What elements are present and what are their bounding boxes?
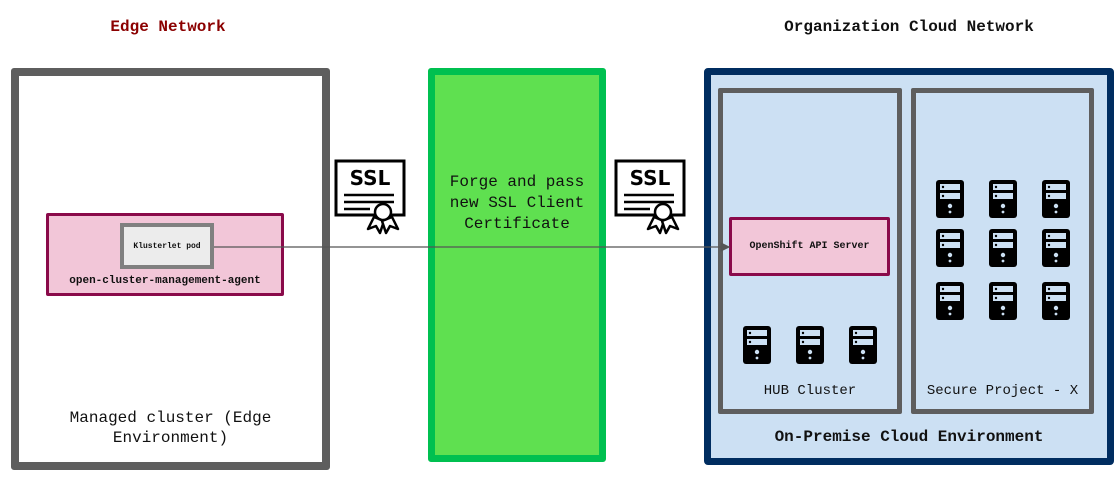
secure-project-server-icon [936,180,964,218]
hub-server-icon [849,326,877,364]
ssl-certificate-icon: SSL [330,155,410,235]
hub-server-icon [796,326,824,364]
secure-project-server-icon [1042,229,1070,267]
ssl-text: SSL [630,166,671,190]
managed-cluster-label: Managed cluster (Edge Environment) [69,409,272,447]
secure-project-server-icon [936,282,964,320]
secure-project-server-icon [989,282,1017,320]
secure-project-server-icon [1042,180,1070,218]
secure-project-server-icon [936,229,964,267]
secure-project-server-icon [989,180,1017,218]
ssl-forge-zone [428,68,606,462]
hub-cluster-label: HUB Cluster [763,383,857,399]
organization-cloud-network-title: Organization Cloud Network [784,18,1034,36]
openshift-api-server-label: OpenShift API Server [749,241,870,252]
klusterlet-pod-box: Klusterlet pod [120,223,214,269]
hub-server-icon [743,326,771,364]
ssl-forge-text: Forge and pass new SSL Client Certificat… [449,173,585,233]
secure-project-label: Secure Project - X [926,383,1079,399]
on-premise-cloud-label: On-Premise Cloud Environment [774,428,1044,446]
secure-project-server-icon [1042,282,1070,320]
klusterlet-pod-label: Klusterlet pod [133,241,201,251]
openshift-api-server-box: OpenShift API Server [729,217,890,276]
agent-label: open-cluster-management-agent [69,275,261,287]
secure-project-server-icon [989,229,1017,267]
ssl-text: SSL [350,166,391,190]
edge-network-title: Edge Network [110,18,226,36]
ssl-certificate-icon: SSL [610,155,690,235]
